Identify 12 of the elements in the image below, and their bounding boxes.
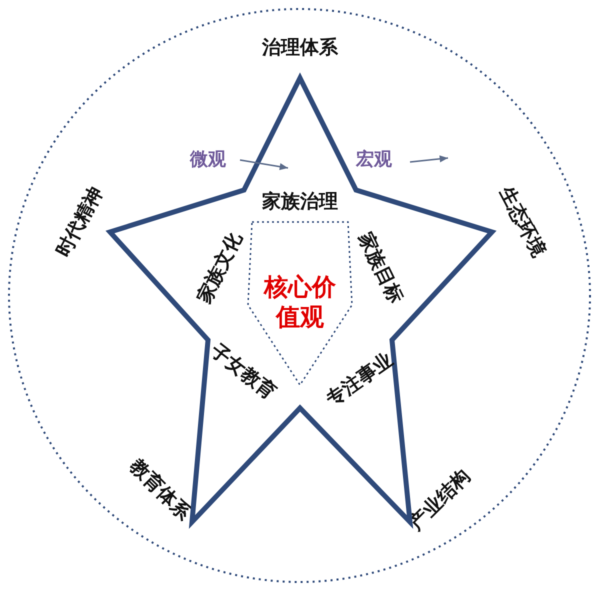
star-side-label: 专注事业	[323, 350, 397, 410]
direction-label: 宏观	[356, 151, 392, 169]
star-side-label: 家族治理	[262, 192, 338, 212]
star-side-label: 家族目标	[354, 230, 406, 306]
outer-label: 教育体系	[126, 456, 194, 524]
direction-label: 微观	[190, 151, 226, 169]
star-side-label: 家族文化	[194, 230, 246, 306]
center-label: 核心价值观	[262, 272, 337, 332]
star-side-label: 子女教育	[207, 341, 279, 403]
outer-label: 治理体系	[262, 38, 338, 58]
outer-label: 时代精神	[54, 184, 106, 260]
outer-label: 生态环境	[496, 184, 548, 260]
